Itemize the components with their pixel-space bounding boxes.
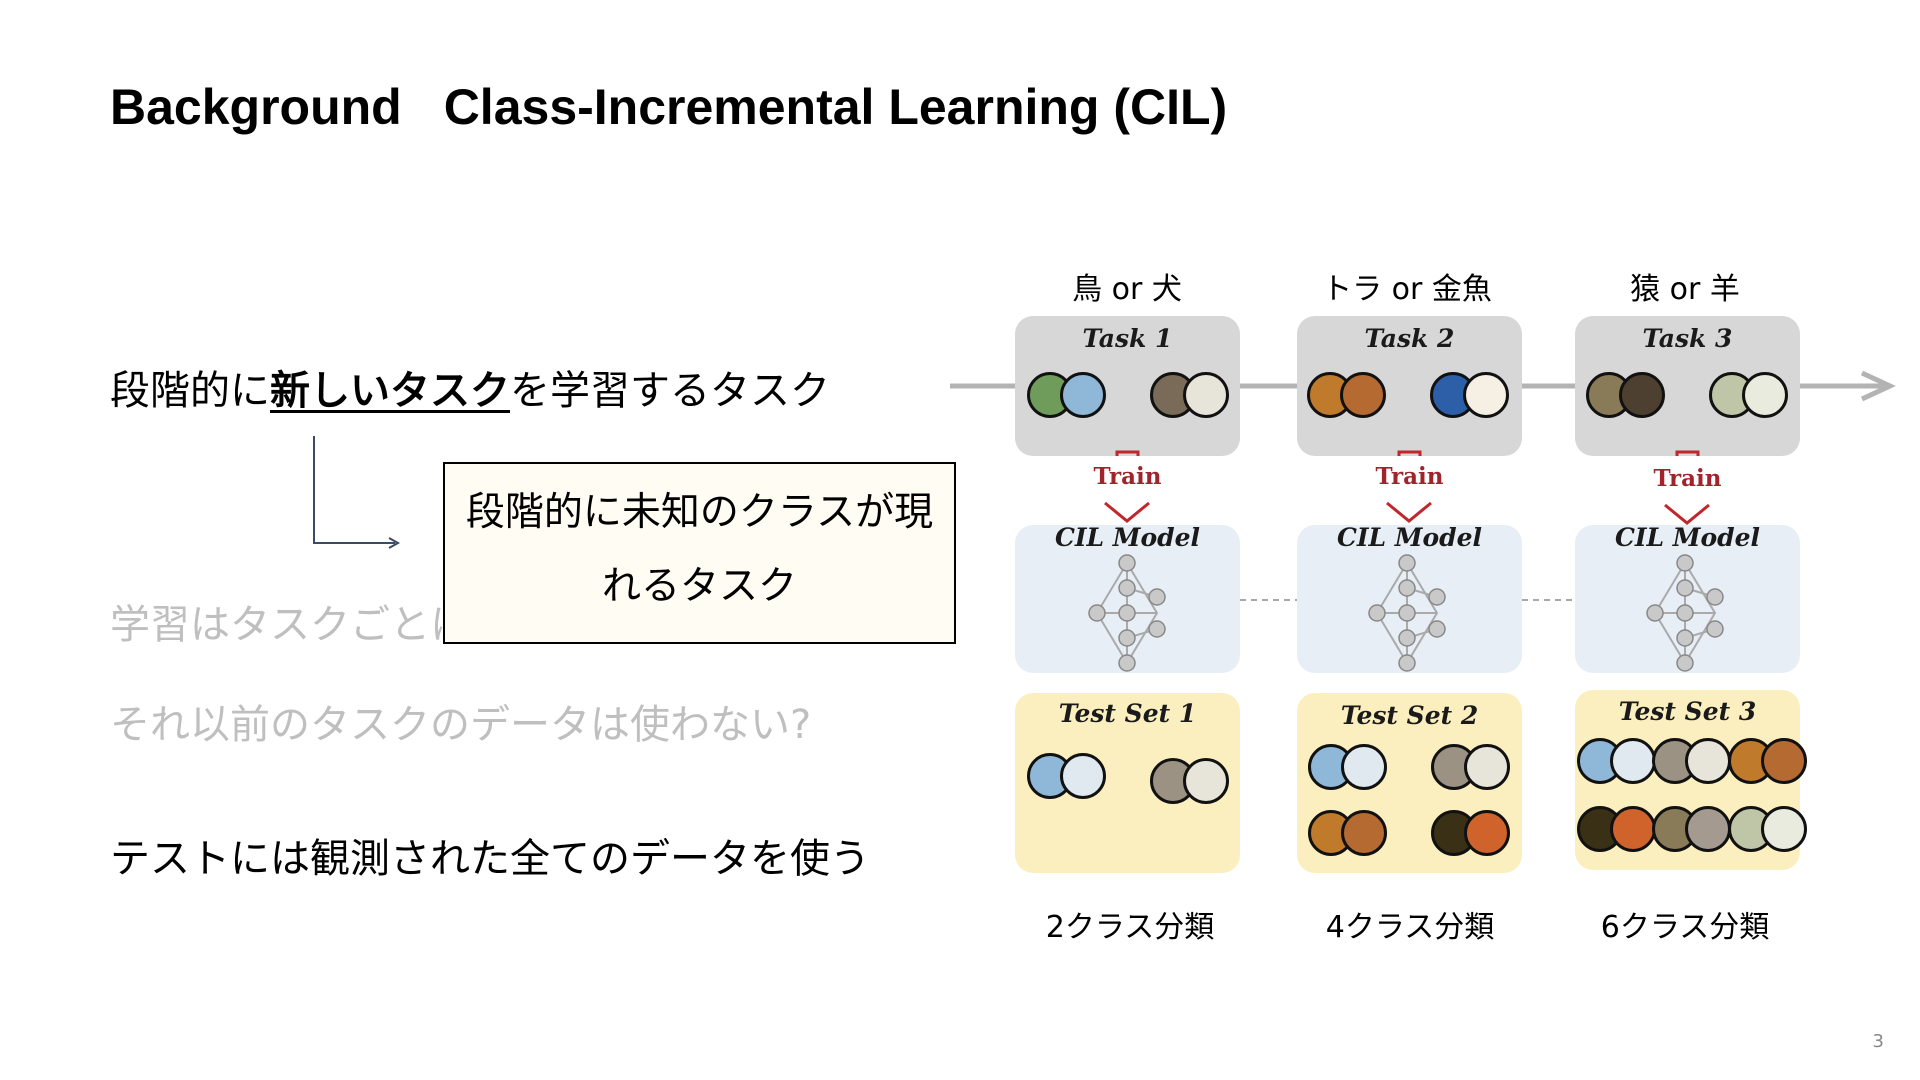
- goldfish-icon: [1463, 372, 1509, 418]
- eagle-icon: [1341, 744, 1387, 790]
- tiger-icon: [1761, 738, 1807, 784]
- train-label-1: Train: [1093, 463, 1162, 490]
- train-label-2: Train: [1375, 463, 1444, 490]
- bullet-test-all-data: テストには観測された全てのデータを使う: [110, 836, 870, 882]
- goldfish-icon: [1464, 810, 1510, 856]
- elbow-arrow-head: [388, 537, 401, 549]
- sheep-icon: [1761, 806, 1807, 852]
- elbow-arrow: [313, 436, 395, 544]
- definition-callout: 段階的に未知のクラスが現 れるタスク: [443, 462, 956, 644]
- test-label-1: Test Set 1: [1058, 699, 1197, 728]
- result-label-3: 6クラス分類: [1600, 910, 1770, 945]
- emphasis-new-task: 新しいタスク: [270, 368, 510, 414]
- result-label-2: 4クラス分類: [1325, 910, 1495, 945]
- test-label-2: Test Set 2: [1340, 701, 1479, 730]
- class-label-3: 猿 or 羊: [1630, 272, 1740, 307]
- tiger-icon: [1340, 372, 1386, 418]
- dog-icon: [1464, 744, 1510, 790]
- goldfish-icon: [1610, 806, 1656, 852]
- bird-icon: [1060, 372, 1106, 418]
- result-label-1: 2クラス分類: [1045, 910, 1215, 945]
- monkey-icon: [1619, 372, 1665, 418]
- bullet-per-task-learning: 学習はタスクごとに: [110, 602, 470, 648]
- test-label-3: Test Set 3: [1618, 697, 1757, 726]
- timeline-arrowhead: [1860, 370, 1896, 402]
- sheep-icon: [1742, 372, 1788, 418]
- model-label-2: CIL Model: [1336, 523, 1483, 552]
- tiger-icon: [1341, 810, 1387, 856]
- bullet-cil-definition: 段階的に新しいタスクを学習するタスク: [110, 368, 830, 414]
- task-label-1: Task 1: [1082, 324, 1173, 353]
- dog-icon: [1183, 758, 1229, 804]
- dog-icon: [1685, 738, 1731, 784]
- model-label-1: CIL Model: [1054, 523, 1201, 552]
- train-label-3: Train: [1653, 465, 1722, 492]
- page-number: 3: [1872, 1031, 1884, 1052]
- eagle-icon: [1610, 738, 1656, 784]
- dog-icon: [1183, 372, 1229, 418]
- class-label-1: 鳥 or 犬: [1072, 272, 1182, 307]
- model-box-2: [1297, 525, 1522, 673]
- bullet-previous-data: それ以前のタスクのデータは使わない?: [110, 702, 812, 748]
- task-label-3: Task 3: [1642, 324, 1733, 353]
- eagle-icon: [1060, 753, 1106, 799]
- model-box-3: [1575, 525, 1800, 673]
- class-label-2: トラ or 金魚: [1322, 272, 1492, 307]
- task-label-2: Task 2: [1364, 324, 1455, 353]
- monkey-icon: [1685, 806, 1731, 852]
- model-label-3: CIL Model: [1614, 523, 1761, 552]
